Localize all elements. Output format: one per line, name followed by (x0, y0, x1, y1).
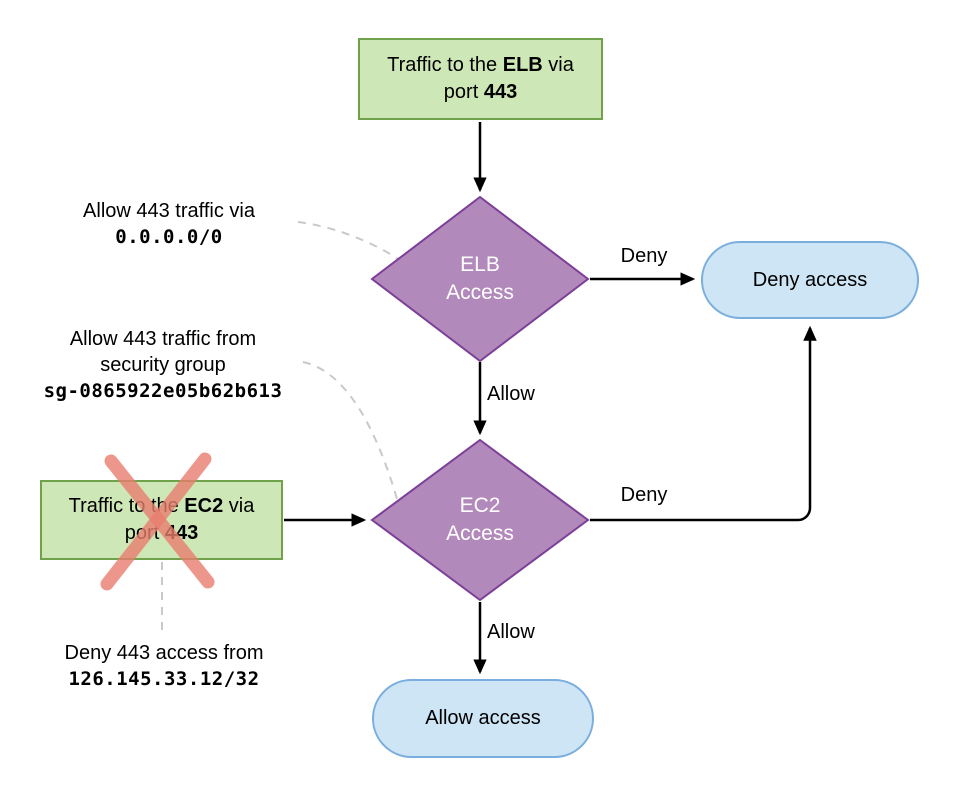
annotation-ec2-rule-code: sg-0865922e05b62b613 (43, 380, 283, 402)
node-allow-access-label: Allow access (425, 707, 541, 729)
node-elb-traffic: Traffic to the ELB via port 443 (358, 38, 603, 120)
node-deny-access: Deny access (701, 241, 919, 319)
elb-access-diamond (370, 195, 590, 363)
elb-access-label-line1: ELB (460, 253, 500, 276)
dashed-link-elb-rule (297, 221, 402, 262)
node-elb-traffic-line2: port 443 (443, 81, 518, 103)
annotation-elb-rule: Allow 443 traffic via 0.0.0.0/0 (38, 198, 300, 250)
node-ec2-traffic-line2: port 443 (124, 522, 199, 544)
arrow-ec2access-deny-to-denyaccess (590, 325, 817, 522)
ec2-access-label-line1: EC2 (459, 494, 501, 517)
dashed-link-ec2-rule (302, 361, 398, 500)
elb-access-label: ELB Access (400, 251, 560, 307)
node-allow-access: Allow access (372, 679, 594, 758)
ec2-access-label-line2: Access (446, 522, 514, 545)
node-ec2-traffic-line1: Traffic to the EC2 via (68, 495, 255, 517)
edge-label-ec2-deny: Deny (620, 484, 668, 506)
ec2-access-label: EC2 Access (400, 492, 560, 548)
annotation-deny-rule-code: 126.145.33.12/32 (68, 668, 260, 690)
edge-label-elb-allow: Allow (487, 383, 535, 405)
annotation-deny-rule: Deny 443 access from 126.145.33.12/32 (36, 640, 292, 692)
annotation-deny-rule-text: Deny 443 access from (64, 642, 264, 664)
node-elb-traffic-line1: Traffic to the ELB via (387, 54, 574, 76)
annotation-ec2-rule-text: Allow 443 traffic from (69, 328, 257, 350)
node-ec2-traffic: Traffic to the EC2 via port 443 (40, 480, 283, 560)
annotation-ec2-rule-text2: security group (100, 354, 226, 376)
ec2-access-diamond (370, 438, 590, 602)
elb-access-label-line2: Access (446, 281, 514, 304)
edge-label-elb-deny: Deny (620, 245, 668, 267)
edge-label-ec2-allow: Allow (487, 621, 535, 643)
node-deny-access-label: Deny access (752, 268, 868, 291)
annotation-elb-rule-text: Allow 443 traffic via (83, 200, 255, 222)
annotation-elb-rule-code: 0.0.0.0/0 (115, 226, 223, 248)
annotation-ec2-rule: Allow 443 traffic from security group sg… (30, 326, 296, 404)
